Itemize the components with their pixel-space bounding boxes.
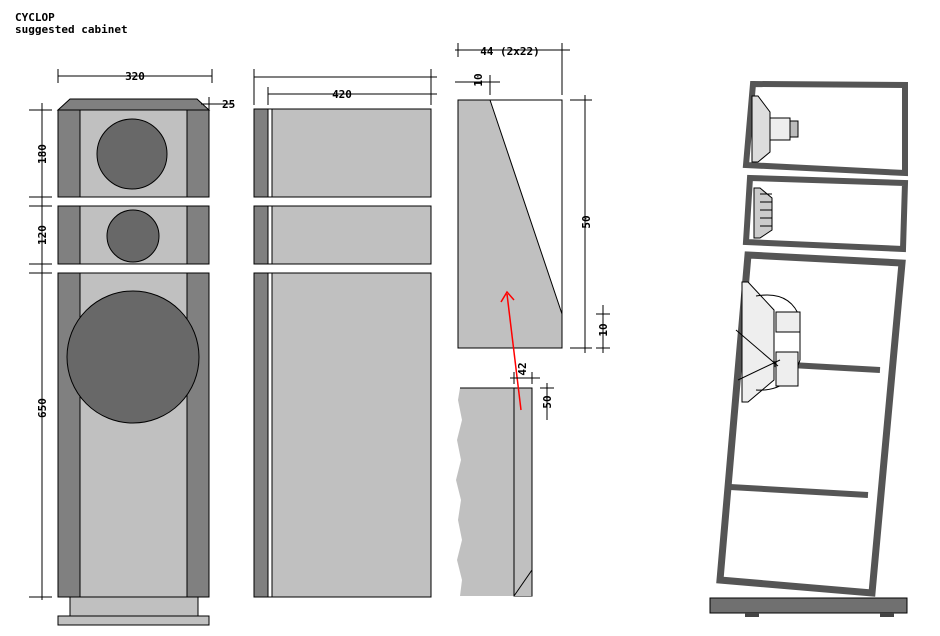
detail-lower-foot (513, 568, 533, 597)
dim-label-side-depth: 420 (332, 88, 352, 101)
dim-label-lower-b: 50 (541, 395, 554, 408)
side-top-section (253, 108, 432, 198)
front-top-right-side (186, 109, 210, 198)
detail-lower-baffle (513, 387, 533, 597)
side-bottom-baffle (253, 272, 269, 598)
side-mid-baffle (253, 205, 269, 265)
frame-bottom-box (716, 251, 906, 597)
front-bottom-left-side (57, 272, 81, 598)
frame-crossbar-lower (729, 484, 869, 498)
midrange-driver (106, 209, 160, 263)
side-bottom-strip (267, 272, 273, 598)
frame-top-box (742, 80, 908, 177)
frame-view (709, 80, 909, 617)
front-plinth (69, 596, 199, 617)
dim-label-detail-top: 10 (472, 73, 485, 86)
front-top-left-side (57, 109, 81, 198)
diagram-title: CYCLOP (15, 11, 55, 24)
frame-woofer (735, 281, 801, 403)
dimension-lines (29, 43, 610, 600)
front-top-cap (56, 98, 211, 111)
detail-wedge (457, 99, 563, 349)
assembly-arrow-head (500, 290, 515, 303)
dim-label-mid-height: 120 (36, 225, 49, 245)
front-base (57, 615, 210, 626)
frame-midrange (753, 187, 773, 239)
detail-view (456, 99, 563, 597)
dim-label-front-width: 320 (125, 70, 145, 83)
assembly-arrow (506, 293, 522, 411)
dim-label-bottom-height: 650 (36, 398, 49, 418)
frame-base-foot-right (880, 613, 894, 617)
dim-label-detail-bottom: 10 (597, 323, 610, 336)
side-bottom-section (253, 272, 432, 598)
front-mid-left-side (57, 205, 81, 265)
detail-lower-section (456, 388, 514, 596)
dim-label-top-height: 180 (36, 144, 49, 164)
dim-label-lower-a: 42 (516, 362, 529, 375)
frame-tweeter (751, 95, 799, 163)
dim-label-chamfer: 25 (222, 98, 235, 111)
side-top-baffle (253, 108, 269, 198)
side-top-strip (267, 108, 273, 198)
dim-label-detail-wall: 44 (2x22) (480, 45, 540, 58)
tweeter-driver (96, 118, 168, 190)
woofer-driver (66, 290, 200, 424)
front-mid-right-side (186, 205, 210, 265)
side-mid-section (253, 205, 432, 265)
frame-mid-box (742, 174, 909, 253)
side-view (253, 108, 432, 598)
side-mid-strip (267, 205, 273, 265)
frame-base-foot-left (745, 613, 759, 617)
frame-base (709, 597, 908, 614)
front-bottom-right-side (186, 272, 210, 598)
diagram-subtitle: suggested cabinet (15, 23, 128, 36)
front-view (56, 98, 211, 626)
dim-label-detail-height: 50 (580, 215, 593, 228)
